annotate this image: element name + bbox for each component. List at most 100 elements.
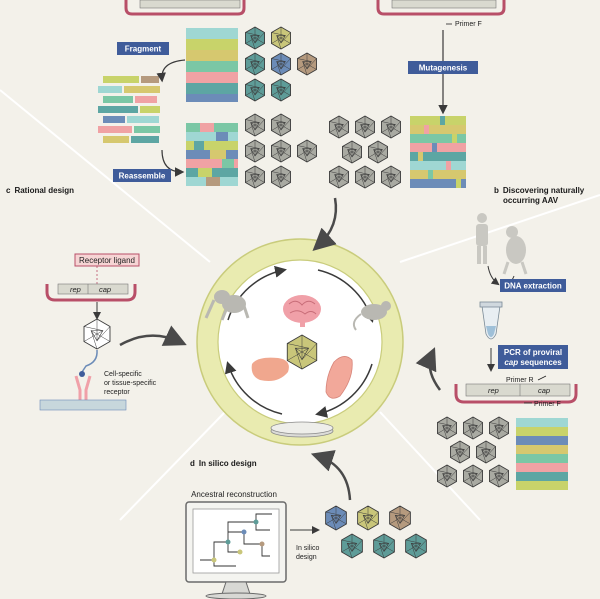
primer-f-top-label: Primer F — [455, 21, 482, 28]
capsid-icon — [463, 416, 483, 440]
divider-line — [399, 194, 600, 263]
capsid-icon — [245, 139, 265, 163]
insilico-label-line1: In silico — [296, 545, 319, 552]
parental-capsid-grid — [245, 26, 317, 102]
monkey-icon — [204, 290, 250, 321]
capsid-icon — [355, 165, 375, 189]
capsid-icon — [476, 440, 496, 464]
dna-shuffling-panel: Fragment Reassemble — [98, 0, 317, 189]
reassemble-label: Reassemble — [119, 172, 166, 181]
receptor-text-line3: receptor — [104, 389, 130, 396]
capsid-icon — [271, 113, 291, 137]
capsid-icon — [271, 139, 291, 163]
capsid-icon — [271, 78, 291, 102]
arrow-into-ring — [312, 197, 338, 252]
computer-monitor-icon — [185, 501, 287, 599]
cap-gene-label-right: cap — [538, 386, 550, 395]
capsid-icon — [489, 416, 509, 440]
capsid-icon — [450, 440, 470, 464]
arrow-into-ring — [119, 325, 187, 347]
receptor-text-line2: or tissue-specific — [104, 380, 157, 387]
capsid-icon — [381, 165, 401, 189]
rep-gene-label: rep — [70, 285, 81, 294]
phylogenetic-tree-icon — [200, 513, 272, 567]
natural-capsid-grid — [437, 416, 509, 488]
capsid-icon — [286, 334, 318, 370]
capsid-icon — [297, 139, 317, 163]
receptor-ligand-label: Receptor ligand — [79, 256, 135, 265]
capsid-icon — [368, 140, 388, 164]
liver-icon — [251, 357, 289, 381]
capsid-icon — [329, 115, 349, 139]
chimeric-cap-block — [186, 123, 238, 186]
natural-discovery-panel: DNA extraction PCR of proviral cap seque… — [437, 213, 578, 490]
reassemble-tag — [113, 169, 171, 182]
capsid-icon — [489, 464, 509, 488]
muscle-icon — [325, 356, 353, 399]
capsid-icon — [271, 165, 291, 189]
natural-cap-block — [516, 418, 568, 490]
receptor-icon — [74, 375, 92, 402]
capsid-icon — [325, 505, 347, 531]
capsid-icon — [297, 52, 317, 76]
receptor-text-line1: Cell-specific — [104, 371, 142, 378]
fragment-tag — [117, 42, 169, 55]
pcr-tag — [498, 345, 568, 369]
dna-extraction-tag — [500, 279, 566, 292]
capsid-icon — [245, 165, 265, 189]
capsid-icon — [355, 115, 375, 139]
capsid-icon — [245, 113, 265, 137]
mutagenesis-tag — [408, 61, 478, 74]
central-capsid-icon — [286, 334, 318, 370]
arrow-into-ring — [415, 347, 442, 391]
capsid-icon — [463, 464, 483, 488]
mutant-cap-block — [410, 116, 466, 188]
divider-line — [0, 89, 211, 263]
mutagenesis-panel: Primer F Mutagenesis — [329, 0, 506, 189]
sample-tube-icon — [479, 301, 503, 340]
capsid-icon — [271, 52, 291, 76]
in-silico-panel: Ancestral reconstruction In silico desig… — [185, 490, 427, 599]
fragment-label: Fragment — [125, 45, 162, 54]
rep-gene-label-right: rep — [488, 386, 499, 395]
rational-design-panel: Receptor ligand rep cap Cell-specific or… — [39, 253, 157, 411]
chimeric-capsid-grid — [245, 113, 317, 189]
dna-extraction-label: DNA extraction — [504, 282, 562, 291]
capsid-icon — [245, 26, 265, 50]
central-selection-ring — [196, 238, 404, 446]
human-icon — [476, 213, 488, 264]
primer-r-label: Primer R — [506, 377, 534, 384]
insilico-label-line2: design — [296, 554, 317, 561]
divider-line — [119, 411, 226, 521]
ancestral-label: Ancestral reconstruction — [191, 490, 277, 499]
fragmented-pieces — [98, 76, 160, 143]
capsid-icon — [245, 52, 265, 76]
capsid-icon — [245, 78, 265, 102]
natural-plasmid — [465, 383, 571, 397]
primer-f-label: Primer F — [534, 401, 561, 408]
cap-gene-label: cap — [99, 285, 111, 294]
mouse-icon — [352, 301, 391, 331]
mutagenesis-label: Mutagenesis — [419, 64, 468, 73]
capsid-icon — [405, 533, 427, 559]
pcr-label-line2: cap sequences — [504, 358, 562, 367]
capsid-icon — [329, 165, 349, 189]
capsid-icon — [437, 464, 457, 488]
ancestral-capsid-grid — [325, 505, 427, 559]
capsid-icon — [389, 505, 411, 531]
capsid-icon — [437, 416, 457, 440]
panel-b-title-line2: occurring AAV — [503, 196, 559, 205]
arrow-into-ring — [310, 450, 352, 501]
receptor-ligand-box — [74, 253, 140, 267]
monkey-figure-icon — [502, 226, 528, 275]
brain-icon — [283, 295, 321, 327]
divider-line — [379, 411, 481, 521]
capsid-icon — [341, 533, 363, 559]
rational-plasmid — [57, 283, 129, 295]
capsid-icon — [83, 318, 111, 350]
panel-c-letter: c — [6, 186, 11, 195]
